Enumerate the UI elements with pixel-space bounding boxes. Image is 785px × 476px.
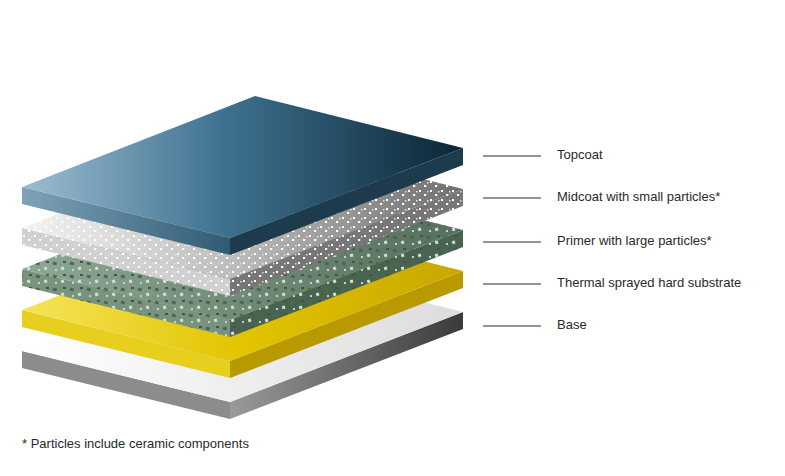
footnote: * Particles include ceramic components	[22, 436, 249, 452]
leader-lines	[483, 156, 541, 326]
layer-label: Topcoat	[557, 147, 603, 163]
layer-label: Thermal sprayed hard substrate	[557, 275, 741, 291]
topcoat-layer-face	[22, 96, 463, 238]
layer-label: Base	[557, 317, 587, 333]
layer-label: Midcoat with small particles*	[557, 189, 720, 205]
layer-label: Primer with large particles*	[557, 233, 712, 249]
